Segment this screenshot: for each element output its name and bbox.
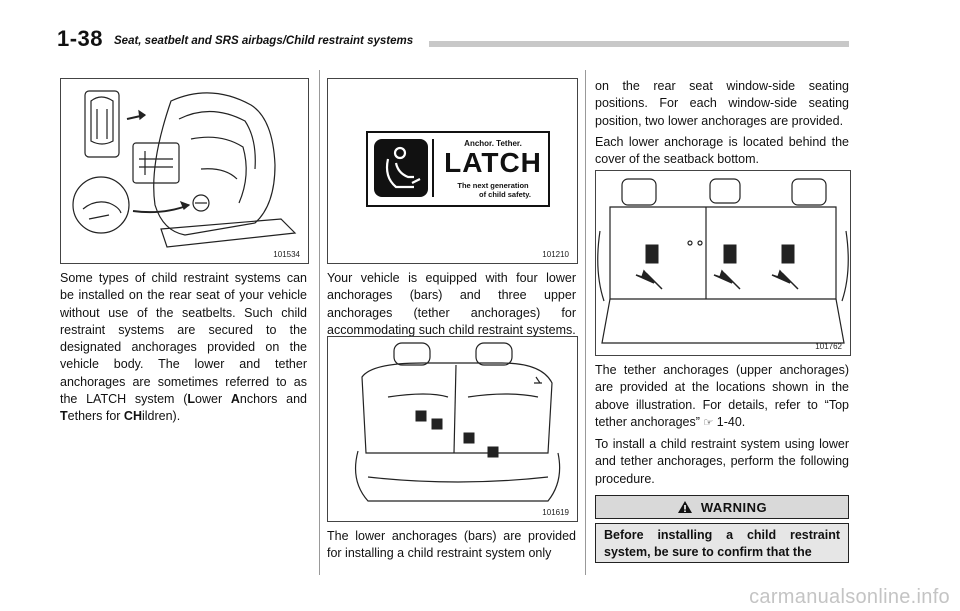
child-seat-illustration — [72, 90, 297, 248]
page-number: 1-38 — [57, 26, 104, 51]
label-divider — [432, 139, 434, 197]
col2-paragraph-1: Your vehicle is equipped with four lower… — [327, 271, 576, 337]
header-rule — [429, 41, 849, 47]
warning-header: WARNING — [595, 495, 849, 519]
col1-paragraph: Some types of child restraint systems ca… — [60, 271, 307, 424]
latch-line4: of child safety. — [479, 190, 531, 199]
latch-line3: The next generation — [457, 181, 529, 190]
col3-paragraph-4: To install a child restraint system usin… — [595, 437, 849, 486]
figure-id: 101619 — [542, 508, 569, 517]
col3-paragraph-1: on the rear seat window-side seating pos… — [595, 79, 849, 128]
warning-label: WARNING — [700, 499, 768, 515]
figure-id: 101210 — [542, 250, 569, 259]
col3-paragraph-2: Each lower anchorage is located behind t… — [595, 135, 849, 167]
col3-paragraph-3: The tether anchorages (upper anchorages)… — [595, 363, 849, 429]
latch-label-box: Anchor. Tether. LATCH The next generatio… — [366, 131, 550, 207]
col2-paragraph-2: The lower anchorages (bars) are provided… — [327, 529, 576, 561]
figure-id: 101762 — [815, 342, 842, 351]
figure-rear-seat-anchorages: 101619 — [327, 336, 578, 522]
page-reference-icon: ☞ — [703, 415, 714, 429]
latch-line2: LATCH — [444, 147, 542, 178]
page-header: 1-38 Seat, seatbelt and SRS airbags/Chil… — [57, 28, 849, 50]
section-title: Seat, seatbelt and SRS airbags/Child res… — [114, 35, 414, 47]
child-seat-icon — [374, 139, 428, 197]
cargo-area-illustration — [597, 178, 849, 344]
site-watermark: carmanualsonline.info — [749, 586, 950, 608]
rear-seat-illustration — [355, 342, 561, 502]
column-divider-1 — [319, 70, 320, 575]
column-divider-2 — [585, 70, 586, 575]
figure-latch-label: Anchor. Tether. LATCH The next generatio… — [327, 78, 578, 264]
figure-id: 101534 — [273, 250, 300, 259]
warning-text: Before installing a child restraint syst… — [595, 523, 849, 563]
figure-tether-anchorages: 101762 — [595, 170, 851, 356]
latch-line1: Anchor. Tether. — [464, 139, 522, 148]
warning-triangle-icon — [677, 501, 692, 513]
figure-child-seat-installation: 101534 — [60, 78, 309, 264]
